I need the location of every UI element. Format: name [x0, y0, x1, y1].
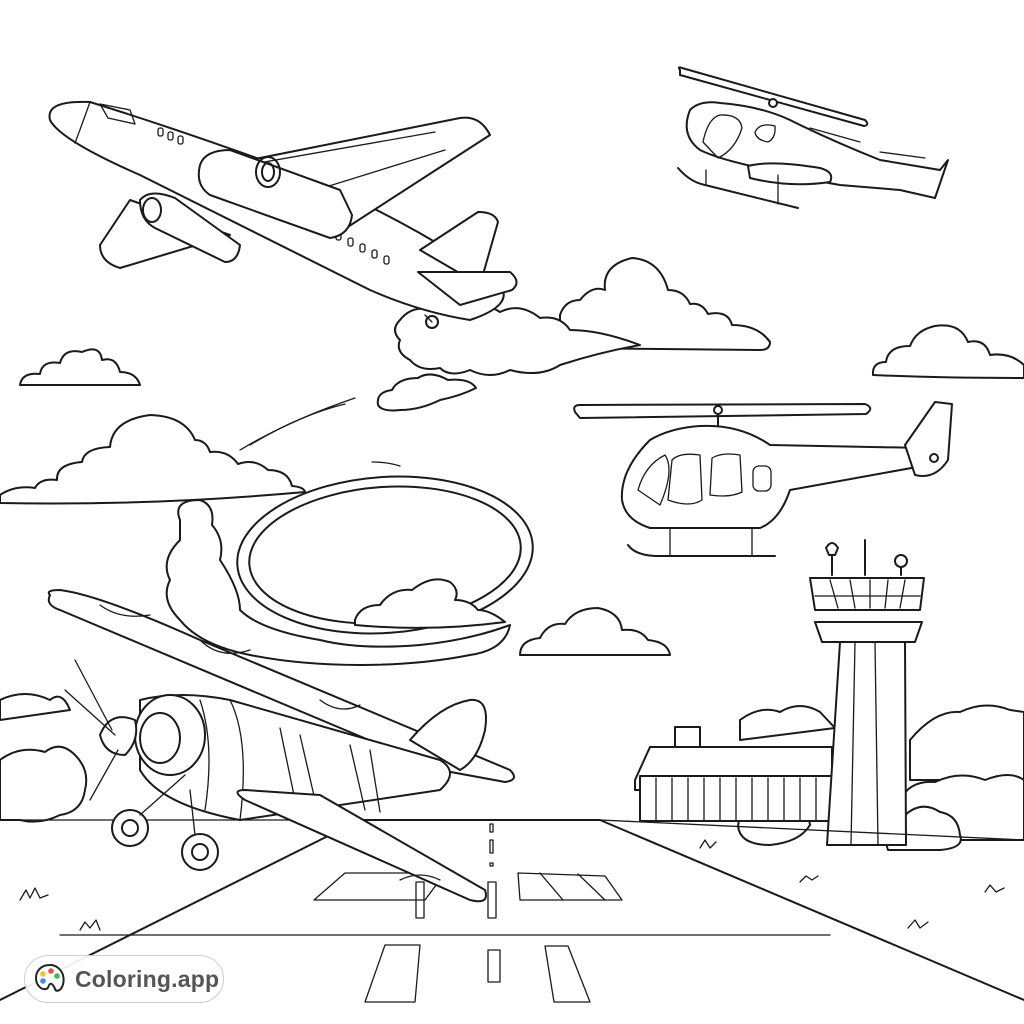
cloud-left-large [0, 414, 306, 505]
control-tower [809, 539, 925, 846]
hangar-building [634, 726, 833, 822]
smoke-loop [165, 397, 534, 666]
helicopter-large [573, 401, 953, 557]
cloud-center-right [559, 257, 771, 351]
palette-icon [33, 962, 67, 996]
smoke-trail-jet [376, 302, 641, 412]
jet-airliner [48, 100, 518, 329]
cloud-top-left [19, 348, 141, 386]
coloring-app-badge[interactable]: Coloring.app [24, 955, 224, 1003]
hangar-panels [655, 777, 817, 821]
grass-tufts [19, 839, 1005, 931]
cloud-top-right [871, 324, 1024, 379]
helicopter-small [677, 66, 949, 209]
badge-label: Coloring.app [75, 965, 220, 992]
horizon-bushes [0, 693, 1024, 851]
runway-centerline [415, 823, 501, 983]
biplane [47, 589, 515, 903]
cloud-bottom-middle [519, 607, 671, 656]
